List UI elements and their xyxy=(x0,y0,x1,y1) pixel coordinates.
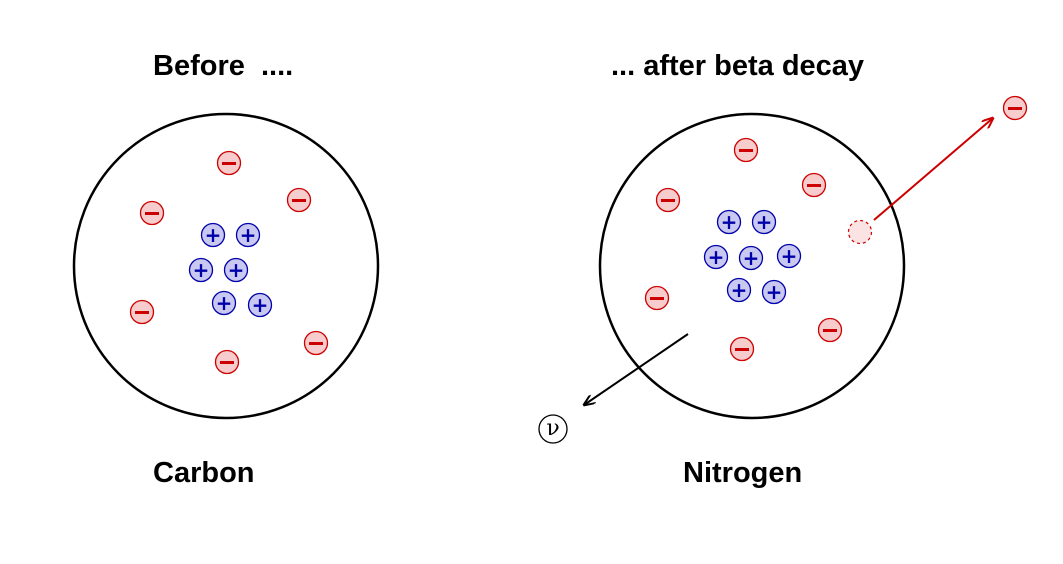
title-after: ... after beta decay xyxy=(611,50,865,82)
svg-text:+: + xyxy=(721,210,738,234)
electron xyxy=(655,187,681,213)
svg-text:+: + xyxy=(252,293,269,317)
emitted-electron-origin xyxy=(847,219,873,245)
neutrino-symbol: ν xyxy=(546,416,560,441)
svg-text:+: + xyxy=(731,278,748,302)
proton: + xyxy=(211,290,237,316)
label-nitrogen: Nitrogen xyxy=(683,457,803,489)
title-before: Before .... xyxy=(153,50,294,82)
electron-emission-arrow xyxy=(873,118,993,221)
svg-text:+: + xyxy=(708,245,725,269)
proton: + xyxy=(200,222,226,248)
svg-text:+: + xyxy=(743,246,760,270)
proton: + xyxy=(761,279,787,305)
electron xyxy=(129,299,155,325)
proton: + xyxy=(235,222,261,248)
svg-text:+: + xyxy=(228,258,245,282)
proton: + xyxy=(703,244,729,270)
proton: + xyxy=(716,209,742,235)
label-carbon: Carbon xyxy=(153,457,255,489)
svg-text:+: + xyxy=(756,210,773,234)
electron xyxy=(644,285,670,311)
svg-text:+: + xyxy=(781,244,798,268)
electron xyxy=(139,200,165,226)
neutrino-circle xyxy=(538,414,568,444)
svg-text:+: + xyxy=(216,291,233,315)
proton: + xyxy=(188,257,214,283)
emitted-electron xyxy=(1002,95,1028,121)
svg-text:+: + xyxy=(205,223,222,247)
carbon-atom-boundary xyxy=(72,112,380,420)
electron xyxy=(216,150,242,176)
nitrogen-atom-boundary xyxy=(598,112,906,420)
proton: + xyxy=(751,209,777,235)
electron xyxy=(286,187,312,213)
carbon-nucleus: + + + + + + xyxy=(188,222,273,318)
proton: + xyxy=(247,292,273,318)
electron xyxy=(214,349,240,375)
svg-text:+: + xyxy=(193,258,210,282)
electron xyxy=(729,336,755,362)
nitrogen-nucleus: + + + + + + + xyxy=(703,209,802,305)
nitrogen-electrons xyxy=(644,137,843,362)
proton: + xyxy=(738,245,764,271)
proton: + xyxy=(223,257,249,283)
electron xyxy=(801,172,827,198)
proton: + xyxy=(776,243,802,269)
proton: + xyxy=(726,277,752,303)
electron xyxy=(817,317,843,343)
electron xyxy=(733,137,759,163)
electron xyxy=(303,330,329,356)
svg-text:+: + xyxy=(240,223,257,247)
svg-text:+: + xyxy=(766,280,783,304)
neutrino-emission-arrow xyxy=(584,333,689,405)
carbon-electrons xyxy=(129,150,329,375)
